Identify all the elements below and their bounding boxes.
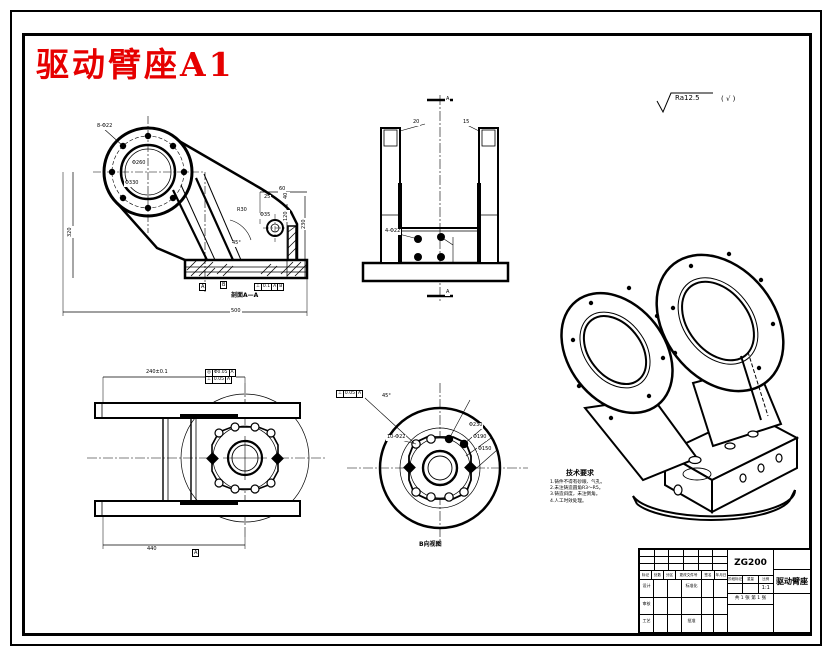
section-label: 剖面A—A (230, 292, 260, 300)
col-header: 签名 (702, 571, 715, 579)
side-view-drawing (361, 95, 510, 301)
dim-label: 45° (231, 240, 242, 247)
title-block-right: 驱动臂座 (774, 550, 810, 632)
tech-note-line: 1.铸件不得有砂眼、气孔。 (550, 480, 605, 485)
sheet-inner-border (22, 33, 812, 636)
fcf-datum: A (228, 369, 236, 377)
revision-row (640, 550, 727, 557)
dim-label: 230 (301, 218, 308, 230)
tech-requirements-title: 技术要求 (566, 469, 594, 477)
signature-row: 工艺 批准 (640, 615, 727, 633)
tech-note-line: 2.未注铸造圆角R3～R5。 (550, 486, 604, 492)
view-label: B向视图 (418, 541, 443, 549)
col-header: 阶段标记 (728, 576, 744, 583)
role-label: 审核 (640, 597, 654, 615)
revision-header-row: 标记 处数 分区 更改文件号 签名 年月日 (640, 571, 727, 580)
dim-label: 240±0.1 (145, 369, 169, 376)
dim-label: Φ330 (124, 180, 140, 187)
front-section-view (55, 108, 325, 323)
feature-control-frame-top: ◎ Φ0.05 A ⊥ 0.05 A (205, 369, 236, 384)
circular-view-drawing (347, 383, 528, 546)
dim-label: 120 (283, 210, 290, 222)
top-view-drawing (87, 376, 327, 549)
datum-a-box: A (199, 283, 207, 291)
dim-label: 45° (381, 393, 392, 400)
dim-label: Φ230 (468, 422, 484, 429)
fcf-tolerance: 0.05 (211, 376, 226, 384)
datum-a-box: A (192, 549, 200, 557)
dim-label: 320 (67, 226, 74, 238)
tech-note-line: 3.铸造斜度，未注倒角。 (550, 492, 601, 498)
col-header: 更改文件号 (676, 571, 702, 579)
col-header: 分区 (664, 571, 676, 579)
col-header: 比例 (762, 577, 770, 581)
revision-row (640, 557, 727, 564)
stage-value-row: 1:1 (728, 584, 773, 594)
dim-label: Φ260 (131, 160, 147, 167)
feature-control-frame-front: ⊥ 0.1 A B (254, 283, 285, 291)
stage-header-row: 阶段标记 重量 比例 (728, 576, 773, 584)
fcf-tolerance: 0.05 (342, 390, 357, 398)
role-label: 设计 (640, 580, 654, 597)
datum-b-box: B (220, 281, 228, 289)
title-block-middle: ZG200 阶段标记 重量 比例 1:1 共 1 张 第 1 张 (728, 550, 774, 632)
sheet-outer-border (10, 10, 822, 646)
circular-view (335, 378, 535, 548)
surface-finish-note: Ra12.5 ( √ ) (655, 90, 785, 118)
isometric-view (545, 228, 807, 521)
col-header: 处数 (652, 571, 664, 579)
surface-roughness-paren: ( √ ) (721, 95, 736, 103)
fcf-datum: A (224, 376, 233, 384)
scale-value: 1:1 (761, 585, 770, 591)
dim-label: 20 (412, 119, 421, 126)
part-name: 驱动臂座 (774, 570, 810, 594)
dim-label: R30 (236, 207, 248, 214)
signature-rows: 设计 标准化 审核 工艺 批准 (640, 580, 727, 633)
drawing-title-red: 驱动臂座A1 (36, 45, 235, 84)
company-cell (774, 550, 810, 570)
dim-label: 15 (462, 119, 471, 126)
front-view-drawing (62, 116, 309, 316)
role-label: 批准 (682, 615, 702, 633)
dim-label: 4-Φ22 (384, 228, 402, 235)
sheet-count: 共 1 张 第 1 张 (728, 594, 773, 605)
dim-label: 25 (263, 194, 272, 201)
col-header: 重量 (743, 576, 759, 583)
fcf-datum: A (355, 390, 364, 398)
col-header: 年月日 (715, 573, 727, 577)
dim-label: 10-Φ22 (386, 434, 407, 441)
material-spec: ZG200 (728, 550, 773, 576)
technical-requirements: 技术要求 1.铸件不得有砂眼、气孔。 2.未注铸造圆角R3～R5。 3.铸造斜度… (550, 468, 665, 505)
dim-label: Φ35 (259, 212, 272, 219)
dim-label: 60 (278, 186, 287, 193)
side-view (355, 95, 515, 305)
section-letter: A (445, 289, 451, 296)
title-block-revision-area: 标记 处数 分区 更改文件号 签名 年月日 设计 标准化 审核 工艺 (640, 550, 728, 633)
feature-control-frame-circular: ⊥ 0.05 A (336, 390, 364, 398)
signature-row: 审核 (640, 597, 727, 616)
fcf-datum: B (277, 283, 285, 291)
col-header: 标记 (640, 571, 652, 579)
fcf-row: ⊥ 0.05 A (205, 376, 236, 384)
signature-row: 设计 标准化 (640, 580, 727, 598)
role-label (682, 597, 702, 615)
role-label: 标准化 (682, 580, 702, 597)
title-block: 标记 处数 分区 更改文件号 签名 年月日 设计 标准化 审核 工艺 (638, 548, 812, 634)
dim-label: 40 (283, 191, 290, 200)
surface-roughness-value: Ra12.5 (675, 94, 700, 102)
dim-label: 440 (146, 546, 158, 553)
tech-note-line: 4.人工时效处理。 (550, 498, 587, 504)
role-label: 工艺 (640, 615, 654, 633)
isometric-view-drawing (560, 251, 800, 521)
dim-label: 500 (230, 308, 242, 315)
top-view (85, 365, 330, 560)
section-letter: A (445, 96, 451, 103)
dim-label: 8-Φ22 (96, 123, 114, 130)
drawing-number-cell (774, 594, 810, 632)
dim-label: Φ150 (477, 446, 493, 453)
revision-row (640, 564, 727, 571)
surface-roughness-icon (656, 92, 713, 114)
dim-label: Φ190 (472, 434, 488, 441)
